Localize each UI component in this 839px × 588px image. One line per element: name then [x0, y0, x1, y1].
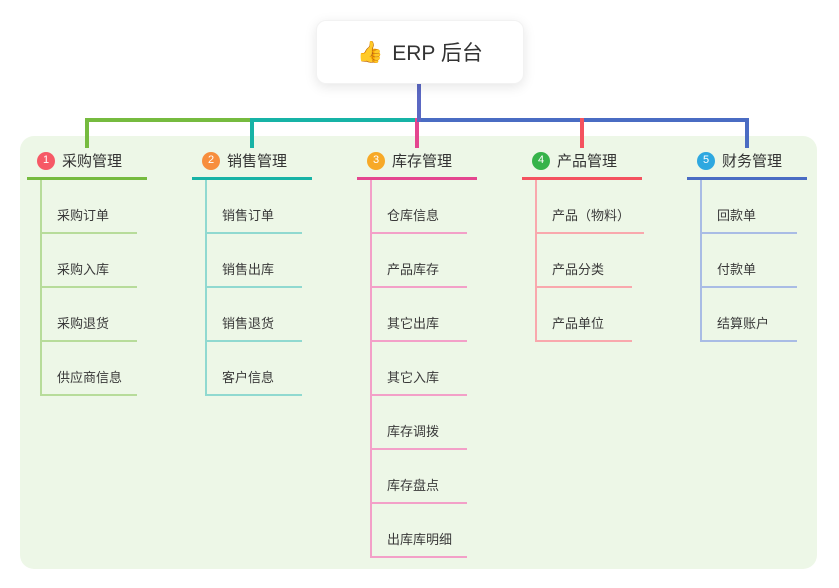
child-row: 采购退货: [42, 288, 287, 342]
branch-number-badge: 4: [532, 151, 550, 170]
child-node[interactable]: 产品（物料）: [537, 205, 645, 234]
child-row: 付款单: [702, 234, 839, 288]
branch-3: 3 库存管理仓库信息产品库存其它出库其它入库库存调拨库存盘点出库库明细: [357, 146, 617, 558]
branch-node-4[interactable]: 4 产品管理: [522, 146, 642, 180]
branch-4: 4 产品管理产品（物料） 产品分类产品单位: [522, 146, 782, 342]
branch-node-1[interactable]: 1 采购管理: [27, 146, 147, 180]
child-node[interactable]: 销售订单: [207, 205, 302, 234]
child-row: 库存调拨: [372, 396, 617, 450]
child-node[interactable]: 采购订单: [42, 205, 137, 234]
child-row: 供应商信息: [42, 342, 287, 396]
child-node-label: 仓库信息: [387, 208, 440, 223]
child-node-label: 销售退货: [222, 316, 275, 331]
child-row: 产品库存: [372, 234, 617, 288]
child-node-label: 库存盘点: [387, 478, 440, 493]
child-node-label: 客户信息: [222, 370, 275, 385]
child-node-label: 付款单: [717, 262, 757, 277]
child-row: 产品单位: [537, 288, 782, 342]
child-node-label: 产品库存: [387, 262, 440, 277]
child-node[interactable]: 付款单: [702, 259, 797, 288]
root-node[interactable]: 👍 ERP 后台: [316, 20, 524, 84]
branch-title-label: 财务管理: [722, 153, 783, 170]
child-node[interactable]: 结算账户: [702, 313, 797, 342]
child-node[interactable]: 其它出库: [372, 313, 467, 342]
branch-number-badge: 1: [37, 151, 55, 170]
branch-node-3[interactable]: 3 库存管理: [357, 146, 477, 180]
child-row: 回款单: [702, 180, 839, 234]
child-node[interactable]: 库存调拨: [372, 421, 467, 450]
child-node[interactable]: 客户信息: [207, 367, 302, 396]
branch-number-badge: 2: [202, 151, 220, 170]
child-node[interactable]: 销售出库: [207, 259, 302, 288]
child-node-label: 产品单位: [552, 316, 605, 331]
branch-number-badge: 3: [367, 151, 385, 170]
child-node-label: 产品（物料）: [552, 208, 631, 223]
branch-title-label: 采购管理: [62, 153, 123, 170]
child-row: 产品（物料）: [537, 180, 782, 234]
branch-children-2: 销售订单销售出库销售退货客户信息: [205, 180, 452, 396]
thumbs-up-icon: 👍: [357, 40, 384, 64]
branch-2: 2 销售管理销售订单销售出库销售退货客户信息: [192, 146, 452, 396]
branch-number-badge: 5: [697, 151, 715, 170]
branch-1: 1 采购管理采购订单采购入库采购退货供应商信息: [27, 146, 287, 396]
branch-title-label: 库存管理: [392, 153, 453, 170]
mindmap-panel: [20, 136, 817, 569]
child-node[interactable]: 其它入库: [372, 367, 467, 396]
child-node-label: 采购订单: [57, 208, 110, 223]
child-row: 其它入库: [372, 342, 617, 396]
child-node-label: 产品分类: [552, 262, 605, 277]
branch-5: 5 财务管理回款单付款单结算账户: [687, 146, 839, 342]
child-node-label: 采购入库: [57, 262, 110, 277]
branch-node-5[interactable]: 5 财务管理: [687, 146, 807, 180]
child-node[interactable]: 销售退货: [207, 313, 302, 342]
child-row: 销售出库: [207, 234, 452, 288]
child-row: 销售退货: [207, 288, 452, 342]
child-row: 客户信息: [207, 342, 452, 396]
branch-children-5: 回款单付款单结算账户: [700, 180, 839, 342]
child-row: 出库库明细: [372, 504, 617, 558]
child-node[interactable]: 仓库信息: [372, 205, 467, 234]
child-node-label: 回款单: [717, 208, 757, 223]
child-row: 仓库信息: [372, 180, 617, 234]
child-node-label: 出库库明细: [387, 532, 453, 547]
branch-children-1: 采购订单采购入库采购退货供应商信息: [40, 180, 287, 396]
child-row: 销售订单: [207, 180, 452, 234]
child-node[interactable]: 出库库明细: [372, 529, 467, 558]
branch-children-4: 产品（物料） 产品分类产品单位: [535, 180, 782, 342]
branch-node-2[interactable]: 2 销售管理: [192, 146, 312, 180]
child-node[interactable]: 回款单: [702, 205, 797, 234]
child-row: 结算账户: [702, 288, 839, 342]
child-node-label: 其它出库: [387, 316, 440, 331]
branch-children-3: 仓库信息产品库存其它出库其它入库库存调拨库存盘点出库库明细: [370, 180, 617, 558]
child-node-label: 结算账户: [717, 316, 770, 331]
root-node-label: ERP 后台: [392, 42, 483, 65]
child-node[interactable]: 库存盘点: [372, 475, 467, 504]
child-node-label: 销售订单: [222, 208, 275, 223]
child-node[interactable]: 产品分类: [537, 259, 632, 288]
child-node[interactable]: 产品单位: [537, 313, 632, 342]
child-row: 采购订单: [42, 180, 287, 234]
child-row: 采购入库: [42, 234, 287, 288]
child-node-label: 其它入库: [387, 370, 440, 385]
child-node-label: 供应商信息: [57, 370, 123, 385]
child-row: 库存盘点: [372, 450, 617, 504]
child-node-label: 销售出库: [222, 262, 275, 277]
child-node-label: 库存调拨: [387, 424, 440, 439]
child-node[interactable]: 产品库存: [372, 259, 467, 288]
child-row: 产品分类: [537, 234, 782, 288]
child-node[interactable]: 采购退货: [42, 313, 137, 342]
branch-title-label: 产品管理: [557, 153, 618, 170]
child-node-label: 采购退货: [57, 316, 110, 331]
child-node[interactable]: 供应商信息: [42, 367, 137, 396]
child-node[interactable]: 采购入库: [42, 259, 137, 288]
child-row: 其它出库: [372, 288, 617, 342]
branch-title-label: 销售管理: [227, 153, 288, 170]
